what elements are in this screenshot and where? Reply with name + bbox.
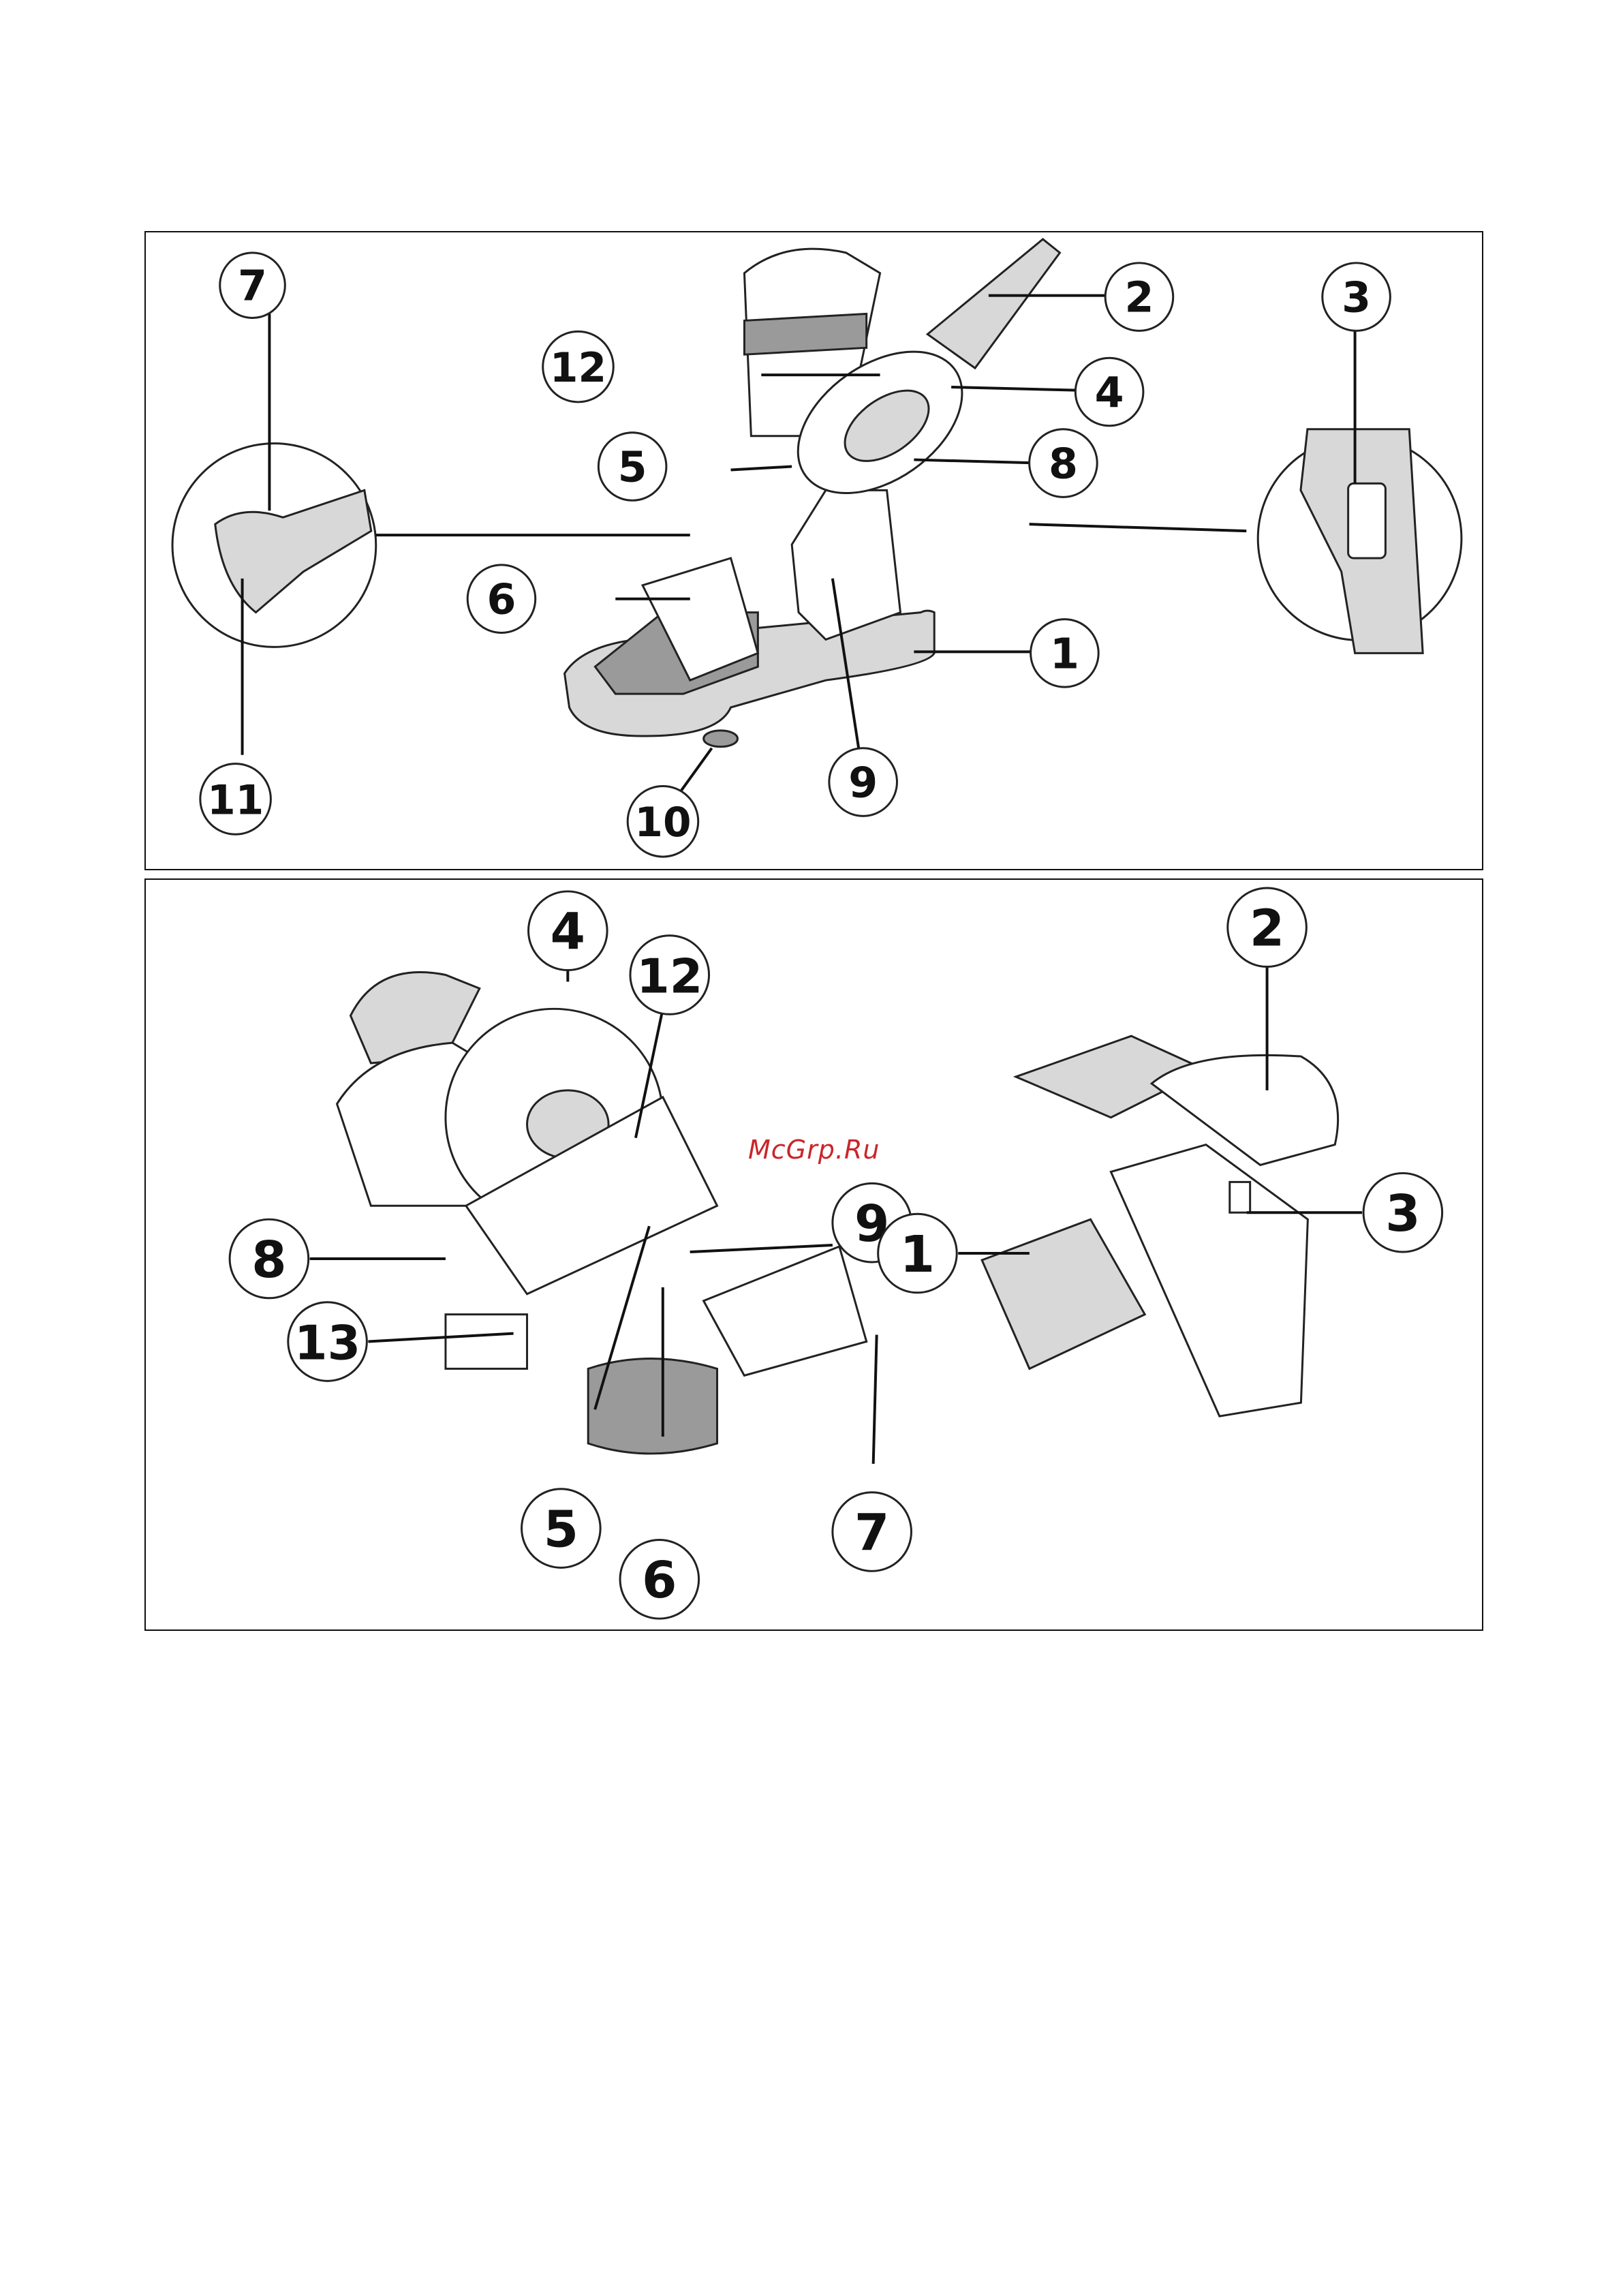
switch-drawing [1348,483,1386,558]
right-body-drawing [1111,1145,1308,1417]
svg-text:2: 2 [1250,900,1284,958]
callout-4: 4 [1075,358,1143,426]
callout-12: 12 [543,331,614,402]
callout-10: 10 [628,786,698,857]
svg-text:6: 6 [486,575,516,624]
svg-text:3: 3 [1385,1185,1420,1243]
callout-6: 6 [467,565,536,633]
callout-9: 9 [829,748,897,816]
callout-8: 8 [1030,429,1098,498]
callout-3: 3 [1363,1173,1442,1252]
top-diagram: 7 11 12 5 6 10 9 1 [146,232,1482,869]
right-cover-drawing [1151,1055,1338,1165]
callout-1: 1 [1031,619,1099,688]
left-base-drawing [588,1358,717,1453]
svg-text:7: 7 [238,262,267,311]
svg-text:11: 11 [207,777,264,824]
svg-text:12: 12 [636,949,702,1004]
callout-13: 13 [288,1302,367,1381]
right-switch-drawing [1230,1182,1250,1212]
svg-text:3: 3 [1342,273,1371,322]
motor-band-drawing [744,313,866,354]
svg-text:12: 12 [550,345,606,392]
svg-text:4: 4 [551,904,585,962]
callout-7: 7 [833,1493,912,1572]
callout-11: 11 [200,764,271,835]
svg-text:4: 4 [1095,368,1124,417]
left-vice-drawing [704,1246,867,1375]
bottom-diagram: 4 12 8 13 9 5 6 7 [146,880,1482,1629]
svg-text:10: 10 [634,799,691,846]
svg-text:1: 1 [1050,629,1079,678]
watermark-text: McGrp.Ru [748,1135,880,1165]
callout-4: 4 [529,891,608,970]
svg-text:2: 2 [1124,273,1154,322]
top-diagram-panel: 7 11 12 5 6 10 9 1 [144,231,1483,870]
svg-text:5: 5 [544,1501,578,1559]
callout-2: 2 [1105,263,1173,331]
callout-5: 5 [598,433,666,501]
callout-6: 6 [620,1540,699,1619]
svg-text:7: 7 [854,1504,889,1562]
left-block-drawing [446,1315,527,1369]
callout-1: 1 [878,1214,957,1293]
callout-8: 8 [230,1219,309,1298]
svg-text:13: 13 [294,1315,360,1371]
column-drawing [792,490,900,639]
callout-12: 12 [630,936,709,1015]
handle-drawing [927,239,1060,368]
svg-text:5: 5 [618,442,647,491]
svg-text:9: 9 [848,758,878,807]
callout-5: 5 [522,1489,601,1568]
right-base-drawing [982,1219,1145,1368]
foot-drawing [704,731,738,747]
svg-text:8: 8 [1049,439,1078,488]
callout-2: 2 [1228,888,1307,967]
bottom-diagram-panel: 4 12 8 13 9 5 6 7 [144,878,1483,1631]
svg-text:6: 6 [642,1552,677,1610]
callout-7: 7 [220,253,285,318]
svg-text:8: 8 [251,1231,286,1289]
svg-text:1: 1 [900,1226,935,1284]
callout-3: 3 [1323,263,1391,331]
